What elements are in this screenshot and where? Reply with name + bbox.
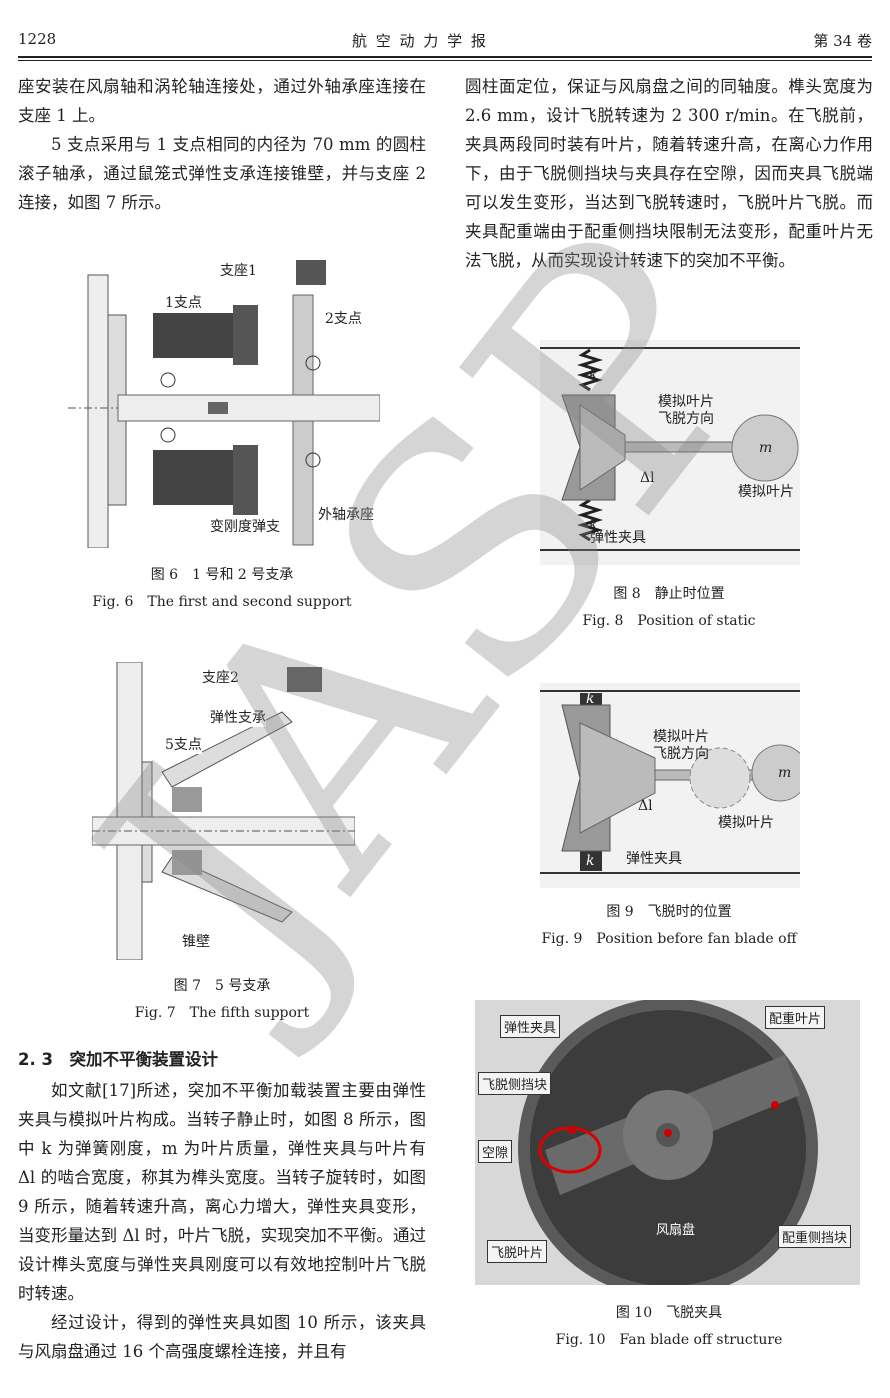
caption-cn: 图 9 飞脱时的位置 [606,904,732,920]
label-blade: 模拟叶片 [718,815,774,831]
label-clamp: 弹性夹具 [500,1015,561,1038]
section-heading: 2. 3 突加不平衡装置设计 [18,1050,218,1069]
label-gap: 空隙 [478,1140,513,1163]
left-column-top: 座安装在风扇轴和涡轮轴连接处，通过外轴承座连接在支座 1 上。 5 支点采用与 … [18,72,426,217]
label-point5: 5支点 [165,737,202,754]
label-m: m [778,765,792,781]
fig8-caption: 图 8 静止时位置 Fig. 8 Position of static [465,581,873,635]
page-number: 1228 [18,30,57,48]
label-m: m [759,440,773,456]
caption-en: Fig. 8 Position of static [582,613,756,629]
right-column-top: 圆柱面定位，保证与风扇盘之间的同轴度。榫头宽度为 2.6 mm，设计飞脱转速为 … [465,72,873,275]
label-delta-l: Δl [638,798,653,814]
label-variable-spring: 变刚度弹支 [210,519,280,536]
label-support1: 支座1 [220,263,257,280]
label-k-bottom: k [589,517,598,533]
header-rule [18,60,872,61]
fig7-caption: 图 7 5 号支承 Fig. 7 The fifth support [18,973,426,1027]
label-support2: 支座2 [202,670,239,687]
label-cone-wall: 锥壁 [182,934,210,951]
fixture-photo [518,998,818,1298]
fig9-caption: 图 9 飞脱时的位置 Fig. 9 Position before fan bl… [465,899,873,953]
paragraph: 如文献[17]所述，突加不平衡加载装置主要由弹性夹具与模拟叶片构成。当转子静止时… [18,1081,426,1303]
paragraph: 经过设计，得到的弹性夹具如图 10 所示，该夹具与风扇盘通过 16 个高强度螺栓… [18,1313,426,1361]
label-k-top: k [586,691,595,707]
support-drawing [68,260,381,549]
fig10-caption: 图 10 飞脱夹具 Fig. 10 Fan blade off structur… [465,1300,873,1354]
caption-cn: 图 7 5 号支承 [173,978,271,994]
label-counter-blade: 配重叶片 [765,1006,826,1029]
support-drawing [91,661,356,961]
header-rule [18,56,872,58]
caption-en: Fig. 7 The fifth support [134,1005,310,1021]
volume: 第 34 卷 [813,32,872,50]
caption-cn: 图 6 1 号和 2 号支承 [150,567,294,583]
label-off-block: 飞脱侧挡块 [478,1072,552,1095]
label-k-top: k [589,367,598,383]
caption-cn: 图 8 静止时位置 [613,586,725,602]
label-fan-disk: 风扇盘 [656,1223,696,1238]
figure-7: 支座2 弹性支承 5支点 锥壁 [91,661,356,961]
label-counter-block: 配重侧挡块 [778,1225,852,1248]
label-clamp: 弹性夹具 [626,851,682,867]
label-elastic-support: 弹性支承 [210,710,266,727]
caption-cn: 图 10 飞脱夹具 [615,1305,723,1321]
static-position-diagram [540,347,800,551]
caption-en: Fig. 9 Position before fan blade off [541,931,797,947]
fig6-caption: 图 6 1 号和 2 号支承 Fig. 6 The first and seco… [18,562,426,616]
caption-en: Fig. 10 Fan blade off structure [555,1332,783,1348]
paragraph: 座安装在风扇轴和涡轮轴连接处，通过外轴承座连接在支座 1 上。 [18,77,426,125]
figure-6: 支座1 1支点 2支点 外轴承座 变刚度弹支 [68,255,381,549]
caption-en: Fig. 6 The first and second support [92,594,352,610]
label-point2: 2支点 [325,311,362,328]
label-direction: 模拟叶片 飞脱方向 [658,394,714,427]
blade-off-diagram [540,690,809,874]
figure-10: 弹性夹具 配重叶片 飞脱侧挡块 空隙 风扇盘 配重侧挡块 飞脱叶片 [475,998,860,1298]
label-blade: 模拟叶片 [738,484,794,500]
journal-title: 航 空 动 力 学 报 [352,32,488,50]
left-column-bottom: 2. 3 突加不平衡装置设计 如文献[17]所述，突加不平衡加载装置主要由弹性夹… [18,1045,426,1366]
label-direction: 模拟叶片 飞脱方向 [653,729,709,762]
label-k-bottom: k [586,853,595,869]
figure-9: k k 模拟叶片 飞脱方向 m Δl 模拟叶片 弹性夹具 [540,683,809,888]
paragraph: 圆柱面定位，保证与风扇盘之间的同轴度。榫头宽度为 2.6 mm，设计飞脱转速为 … [465,77,873,270]
figure-8: k k 模拟叶片 飞脱方向 m Δl 模拟叶片 弹性夹具 [540,340,800,565]
label-clamp: 弹性夹具 [590,530,646,546]
label-point1: 1支点 [165,295,202,312]
paragraph: 5 支点采用与 1 支点相同的内径为 70 mm 的圆柱滚子轴承，通过鼠笼式弹性… [18,135,426,212]
label-off-blade: 飞脱叶片 [487,1240,548,1263]
label-outer-housing: 外轴承座 [318,507,374,524]
label-delta-l: Δl [640,470,655,486]
